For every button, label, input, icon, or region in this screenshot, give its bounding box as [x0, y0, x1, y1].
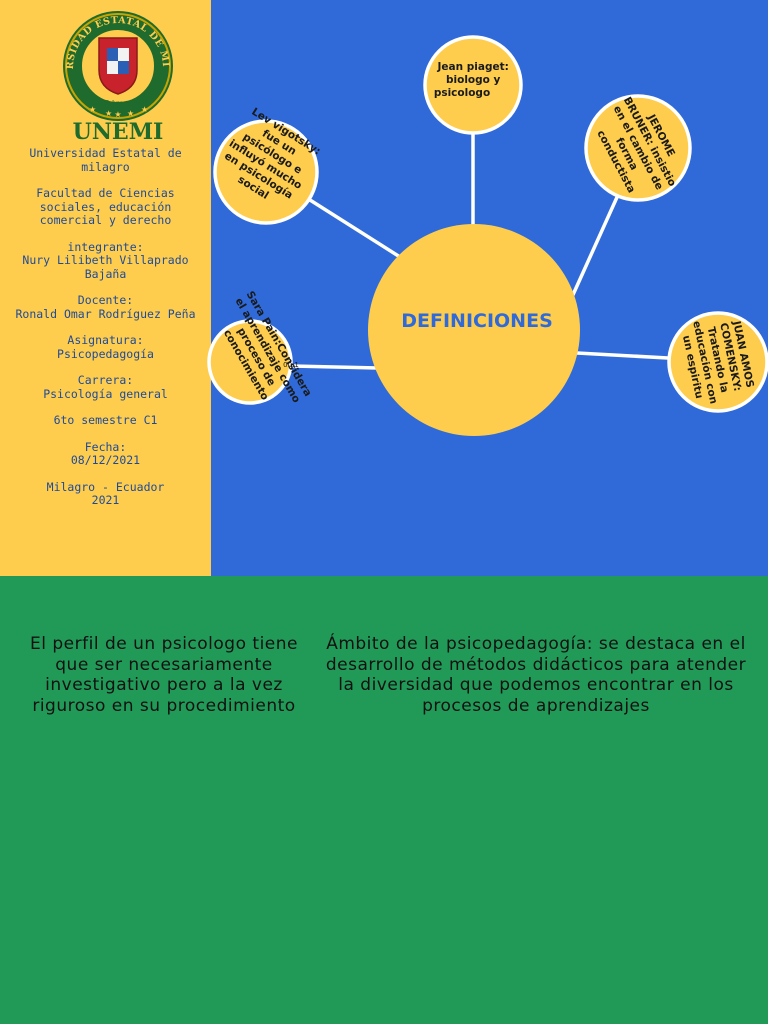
node-pain: Sara Pain:Considera el aprendizaje como … [207, 289, 314, 405]
logo-date: 7 de Febrero 2001 [87, 99, 148, 107]
teacher-name: Docente: Ronald Omar Rodríguez Peña [15, 293, 196, 321]
comenius-text: JUAN AMOS COMENSKY: Tratando la educació… [677, 312, 758, 412]
bottom-panel [0, 576, 768, 1024]
node-comenius: JUAN AMOS COMENSKY: Tratando la educació… [667, 311, 768, 413]
svg-text:★: ★ [141, 105, 148, 114]
semester: 6to semestre C1 [53, 413, 158, 427]
university-logo-seal: UNIVERSIDAD ESTATAL DE MILAGRO 7 de Febr… [55, 8, 173, 142]
faculty-name: Facultad de Ciencias sociales, educación… [36, 186, 175, 227]
logo-acronym: UNEMI [73, 119, 164, 142]
date: Fecha: 08/12/2021 [70, 439, 141, 467]
center-node: DEFINICIONES [368, 224, 580, 436]
piaget-text: Jean piaget: biologo y psicologo [434, 61, 513, 99]
pain-small-label: 00:1 [283, 361, 299, 369]
subject-name: Asignatura: Psicopedagogía [57, 333, 154, 361]
university-name: Universidad Estatal de milagro [29, 146, 182, 174]
psychologist-profile-text: El perfil de un psicologo tiene que ser … [30, 634, 298, 716]
student-info: Universidad Estatal de milagro Facultad … [0, 146, 211, 521]
svg-text:★: ★ [105, 109, 112, 118]
student-name: integrante: Nury Lilibeth Villaprado Baj… [22, 239, 189, 281]
location-year: Milagro - Ecuador 2021 [46, 479, 165, 507]
svg-text:★: ★ [114, 110, 121, 119]
node-vigotsky: Lev vigotsky: fue un psicólogo e influyó… [213, 106, 323, 225]
psychopedagogy-scope-text: Ámbito de la psicopedagogía: se destaca … [325, 634, 747, 716]
svg-text:★: ★ [127, 109, 134, 118]
mind-map: DEFINICIONES Jean piaget: biologo y psic… [207, 35, 768, 436]
career-name: Carrera: Psicología general [43, 373, 168, 401]
node-piaget: Jean piaget: biologo y psicologo [423, 35, 523, 135]
connector-lines [291, 132, 669, 370]
svg-text:★: ★ [89, 105, 96, 114]
node-bruner: JEROME BRUNER: insistio en el cambio de … [584, 94, 692, 202]
center-title: DEFINICIONES [401, 310, 553, 332]
